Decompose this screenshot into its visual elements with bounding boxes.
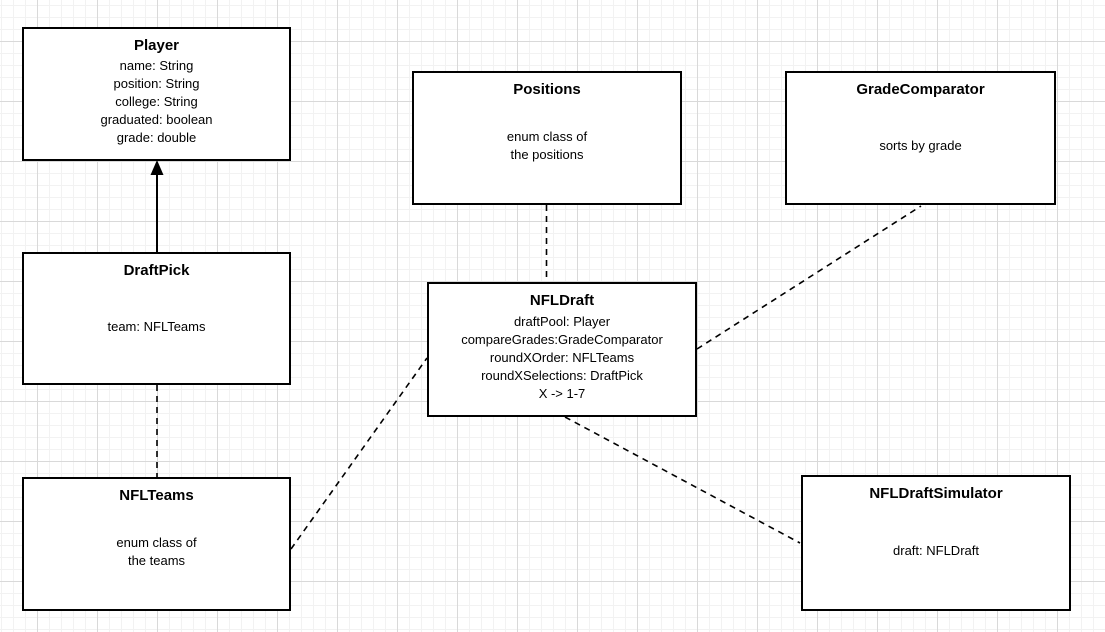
- edge-draftpick-player[interactable]: [150, 160, 164, 252]
- attribute-line: roundXOrder: NFLTeams: [489, 349, 635, 365]
- class-title-player: Player: [133, 37, 180, 54]
- class-title-nflteams: NFLTeams: [119, 487, 194, 504]
- attribute-line: team: NFLTeams: [107, 318, 206, 334]
- class-body-gradecomparator: sorts by grade: [787, 99, 1054, 203]
- class-body-nfldraftsimulator: draft: NFLDraft: [803, 503, 1069, 609]
- description-line: sorts by grade: [879, 138, 962, 153]
- attribute-line: draft: NFLDraft: [893, 543, 979, 558]
- class-title-positions: Positions: [513, 81, 581, 98]
- attribute-line: college: String: [115, 94, 198, 109]
- class-box-positions[interactable]: Positions enum class of the positions: [412, 71, 682, 205]
- attribute-line: graduated: boolean: [100, 112, 213, 127]
- class-body-nfldraft: draftPool: Player compareGrades:GradeCom…: [429, 310, 695, 415]
- class-box-nfldraftsimulator[interactable]: NFLDraftSimulator draft: NFLDraft: [801, 475, 1071, 611]
- attribute-line: position: String: [113, 76, 200, 91]
- attribute-line: name: String: [119, 58, 194, 73]
- class-title-gradecomparator: GradeComparator: [856, 81, 985, 98]
- edge-nfldraft-gradecomparator[interactable]: [696, 205, 922, 350]
- description-line: the positions: [510, 147, 584, 162]
- attribute-line: X -> 1-7: [538, 385, 586, 401]
- attribute-line: roundXSelections: DraftPick: [481, 367, 643, 383]
- description-line: enum class of: [506, 129, 588, 144]
- attribute-line: draftPool: Player: [513, 313, 611, 329]
- attribute-line: compareGrades:GradeComparator: [461, 331, 663, 347]
- arrowhead-filled-triangle: [150, 160, 164, 175]
- class-title-nfldraftsimulator: NFLDraftSimulator: [869, 485, 1003, 502]
- attribute-line: grade: double: [116, 130, 197, 145]
- class-box-gradecomparator[interactable]: GradeComparator sorts by grade: [785, 71, 1056, 205]
- edge-nflteams-nfldraft[interactable]: [290, 357, 428, 550]
- description-line: the teams: [127, 553, 186, 568]
- edge-nfldraft-nfldraftsimulator[interactable]: [564, 416, 801, 544]
- class-title-nfldraft: NFLDraft: [529, 292, 595, 309]
- class-title-draftpick: DraftPick: [123, 262, 190, 279]
- class-body-draftpick: team: NFLTeams: [24, 280, 289, 383]
- class-body-player: name: String position: String college: S…: [24, 55, 289, 159]
- class-body-positions: enum class of the positions: [414, 99, 680, 203]
- description-line: enum class of: [116, 535, 197, 550]
- class-box-player[interactable]: Player name: String position: String col…: [22, 27, 291, 161]
- class-box-nfldraft[interactable]: NFLDraft draftPool: Player compareGrades…: [427, 282, 697, 417]
- class-box-nflteams[interactable]: NFLTeams enum class of the teams: [22, 477, 291, 611]
- class-box-draftpick[interactable]: DraftPick team: NFLTeams: [22, 252, 291, 385]
- class-body-nflteams: enum class of the teams: [24, 505, 289, 609]
